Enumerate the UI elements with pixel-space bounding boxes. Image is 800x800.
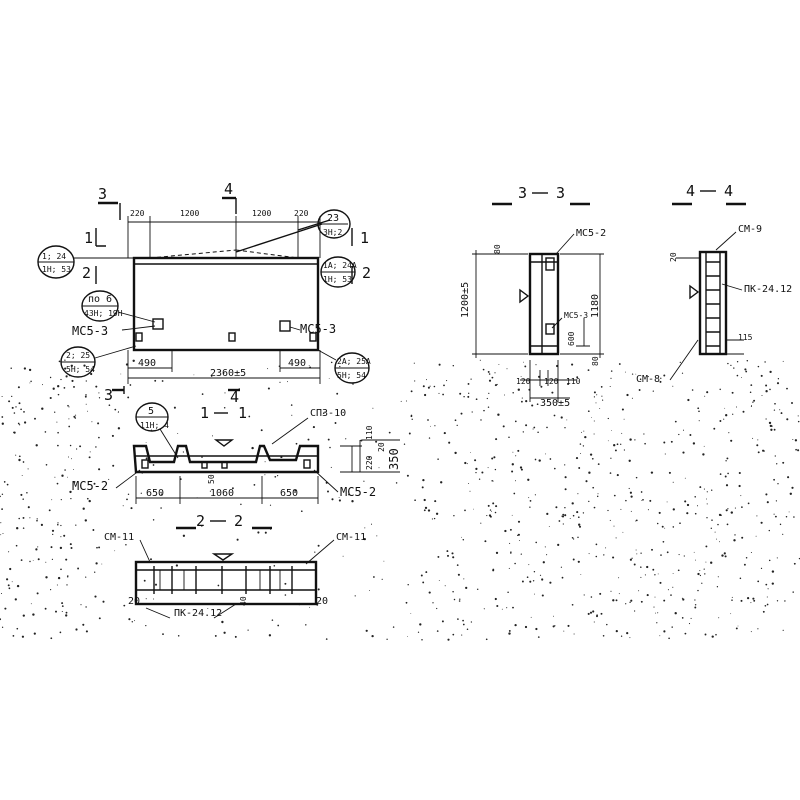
plan-view: 3 4 220 1200 1200 220 1 2 1 2 <box>37 180 371 406</box>
callout-left-1-24: 1; 24 1Н; 53 <box>37 245 136 279</box>
dim-120-a: 120 <box>516 377 531 386</box>
callout-6: по 6 43Н; 19Н <box>81 290 156 323</box>
beam-1-1-profile <box>132 444 320 474</box>
label-mc52-right: МС5-2 <box>340 485 376 499</box>
dim-650-left: 650 <box>146 488 164 499</box>
dim-490-left: 490 <box>138 358 156 369</box>
dim-350: 350 <box>387 448 401 470</box>
dim-115: 115 <box>738 333 753 342</box>
dim-top-220-left: 220 <box>130 209 145 218</box>
svg-text:5Н; 54: 5Н; 54 <box>66 365 95 374</box>
section-2-2-title-right: 2 <box>234 512 243 530</box>
label-pk-sec4: ПК-24.12 <box>744 284 792 295</box>
svg-text:23: 23 <box>327 213 339 224</box>
svg-text:2A; 25A: 2A; 25A <box>337 357 371 366</box>
dim-120-b: 120 <box>544 377 559 386</box>
callout-5: 5 11Н; 4 <box>135 402 179 459</box>
dim-220: 220 <box>365 455 374 470</box>
dim-1180: 1180 <box>590 294 601 318</box>
dim-110: 110 <box>365 425 374 440</box>
dim-top-1200-left: 1200 <box>180 209 199 218</box>
dim-650-right: 650 <box>280 488 298 499</box>
dim-80-top: 80 <box>493 244 502 254</box>
label-mc52-left: МС5-2 <box>72 479 108 493</box>
callout-2A-25A: 2A; 25A 5Н; 54 <box>317 349 371 384</box>
svg-text:1; 24: 1; 24 <box>42 252 66 261</box>
label-cm9: СМ-9 <box>738 224 762 235</box>
svg-text:2; 25: 2; 25 <box>66 351 90 360</box>
section-4-4-title-right: 4 <box>724 182 733 200</box>
callout-2-25: 2; 25 5Н; 54 <box>60 345 137 378</box>
dim-20-left: 20 <box>128 596 140 607</box>
dim-350-sec3: 350±5 <box>540 398 570 409</box>
dim-20: 20 <box>377 442 386 452</box>
svg-text:43Н; 19Н: 43Н; 19Н <box>84 309 123 318</box>
section-mark-4-bottom: 4 <box>230 388 239 406</box>
svg-text:1A; 24A: 1A; 24A <box>323 261 357 270</box>
insert-center <box>228 332 236 342</box>
section-mark-1-left: 1 <box>84 229 93 247</box>
label-mc53-left: МС5-3 <box>72 324 108 338</box>
dim-80-bottom: 80 <box>591 356 600 366</box>
label-mc52-sec3: МС5-2 <box>576 228 606 239</box>
callout-23: 23 3Н;2 <box>317 209 351 239</box>
panel-outline <box>132 256 320 352</box>
dim-490-right: 490 <box>288 358 306 369</box>
section-1-1-title-left: 1 <box>200 404 209 422</box>
label-cm11-right: СМ-11 <box>336 532 366 543</box>
dim-600: 600 <box>567 331 576 346</box>
callout-right-1A-24A: 1A; 24A 1Н; 53 <box>320 256 357 288</box>
section-4-4: 4 4 СМ-9 20 ПК-24.12 115 СМ-8 <box>636 182 792 385</box>
dim-20-right: 20 <box>316 596 328 607</box>
dim-50: 50 <box>207 474 216 484</box>
svg-text:1Н; 53: 1Н; 53 <box>42 265 71 274</box>
dim-total-2360: 2360±5 <box>210 368 246 379</box>
label-mc53-sec3: МС5-3 <box>564 311 588 320</box>
label-cm11-left: СМ-11 <box>104 532 134 543</box>
section-3-3-title-left: 3 <box>518 184 527 202</box>
label-spz-10: СП3-10 <box>310 408 346 419</box>
panel-3-3-outline <box>528 252 560 356</box>
dim-1200-sec3: 1200±5 <box>460 282 471 318</box>
section-3-3-title-right: 3 <box>556 184 565 202</box>
svg-text:11Н; 4: 11Н; 4 <box>140 421 169 430</box>
section-3-3: 3 3 МС5-2 МС5-3 1200±5 80 1180 600 80 12… <box>460 184 606 409</box>
section-1-1: 1 1 5 11Н; 4 СП3-10 МС5-2 МС5-2 650 1060… <box>72 402 401 504</box>
dim-top-220-right: 220 <box>294 209 309 218</box>
section-mark-1-right: 1 <box>360 229 369 247</box>
svg-text:1Н; 53: 1Н; 53 <box>323 275 352 284</box>
svg-text:5Н; 54: 5Н; 54 <box>337 371 366 380</box>
insert-right <box>279 320 291 332</box>
svg-text:по 6: по 6 <box>88 294 112 305</box>
section-mark-2-left: 2 <box>82 264 91 282</box>
beam-2-2-outline <box>134 560 318 606</box>
scan-noise <box>0 359 800 641</box>
dim-110-sec3: 110 <box>566 377 581 386</box>
section-4-4-title-left: 4 <box>686 182 695 200</box>
section-2-2-title-left: 2 <box>196 512 205 530</box>
section-1-1-title-right: 1 <box>238 404 247 422</box>
dim-40: 40 <box>239 596 248 606</box>
label-mc53-right: МС5-3 <box>300 322 336 336</box>
svg-text:3Н;2: 3Н;2 <box>323 228 342 237</box>
svg-text:5: 5 <box>148 406 154 417</box>
label-pk-24-12: ПК-24.12 <box>174 608 222 619</box>
insert-left <box>152 318 164 330</box>
section-mark-4-top: 4 <box>224 180 233 198</box>
dim-20-sec4: 20 <box>669 252 678 262</box>
label-cm8: СМ-8 <box>636 374 660 385</box>
panel-4-4-outline <box>698 250 728 356</box>
section-mark-3-bottom: 3 <box>104 386 113 404</box>
dim-1060: 1060 <box>210 488 234 499</box>
section-2-2: 2 2 СМ-11 СМ-11 20 20 40 ПК-24.12 <box>104 512 366 619</box>
section-mark-3-top: 3 <box>98 185 107 203</box>
section-mark-2-right: 2 <box>362 264 371 282</box>
dim-top-1200-right: 1200 <box>252 209 271 218</box>
